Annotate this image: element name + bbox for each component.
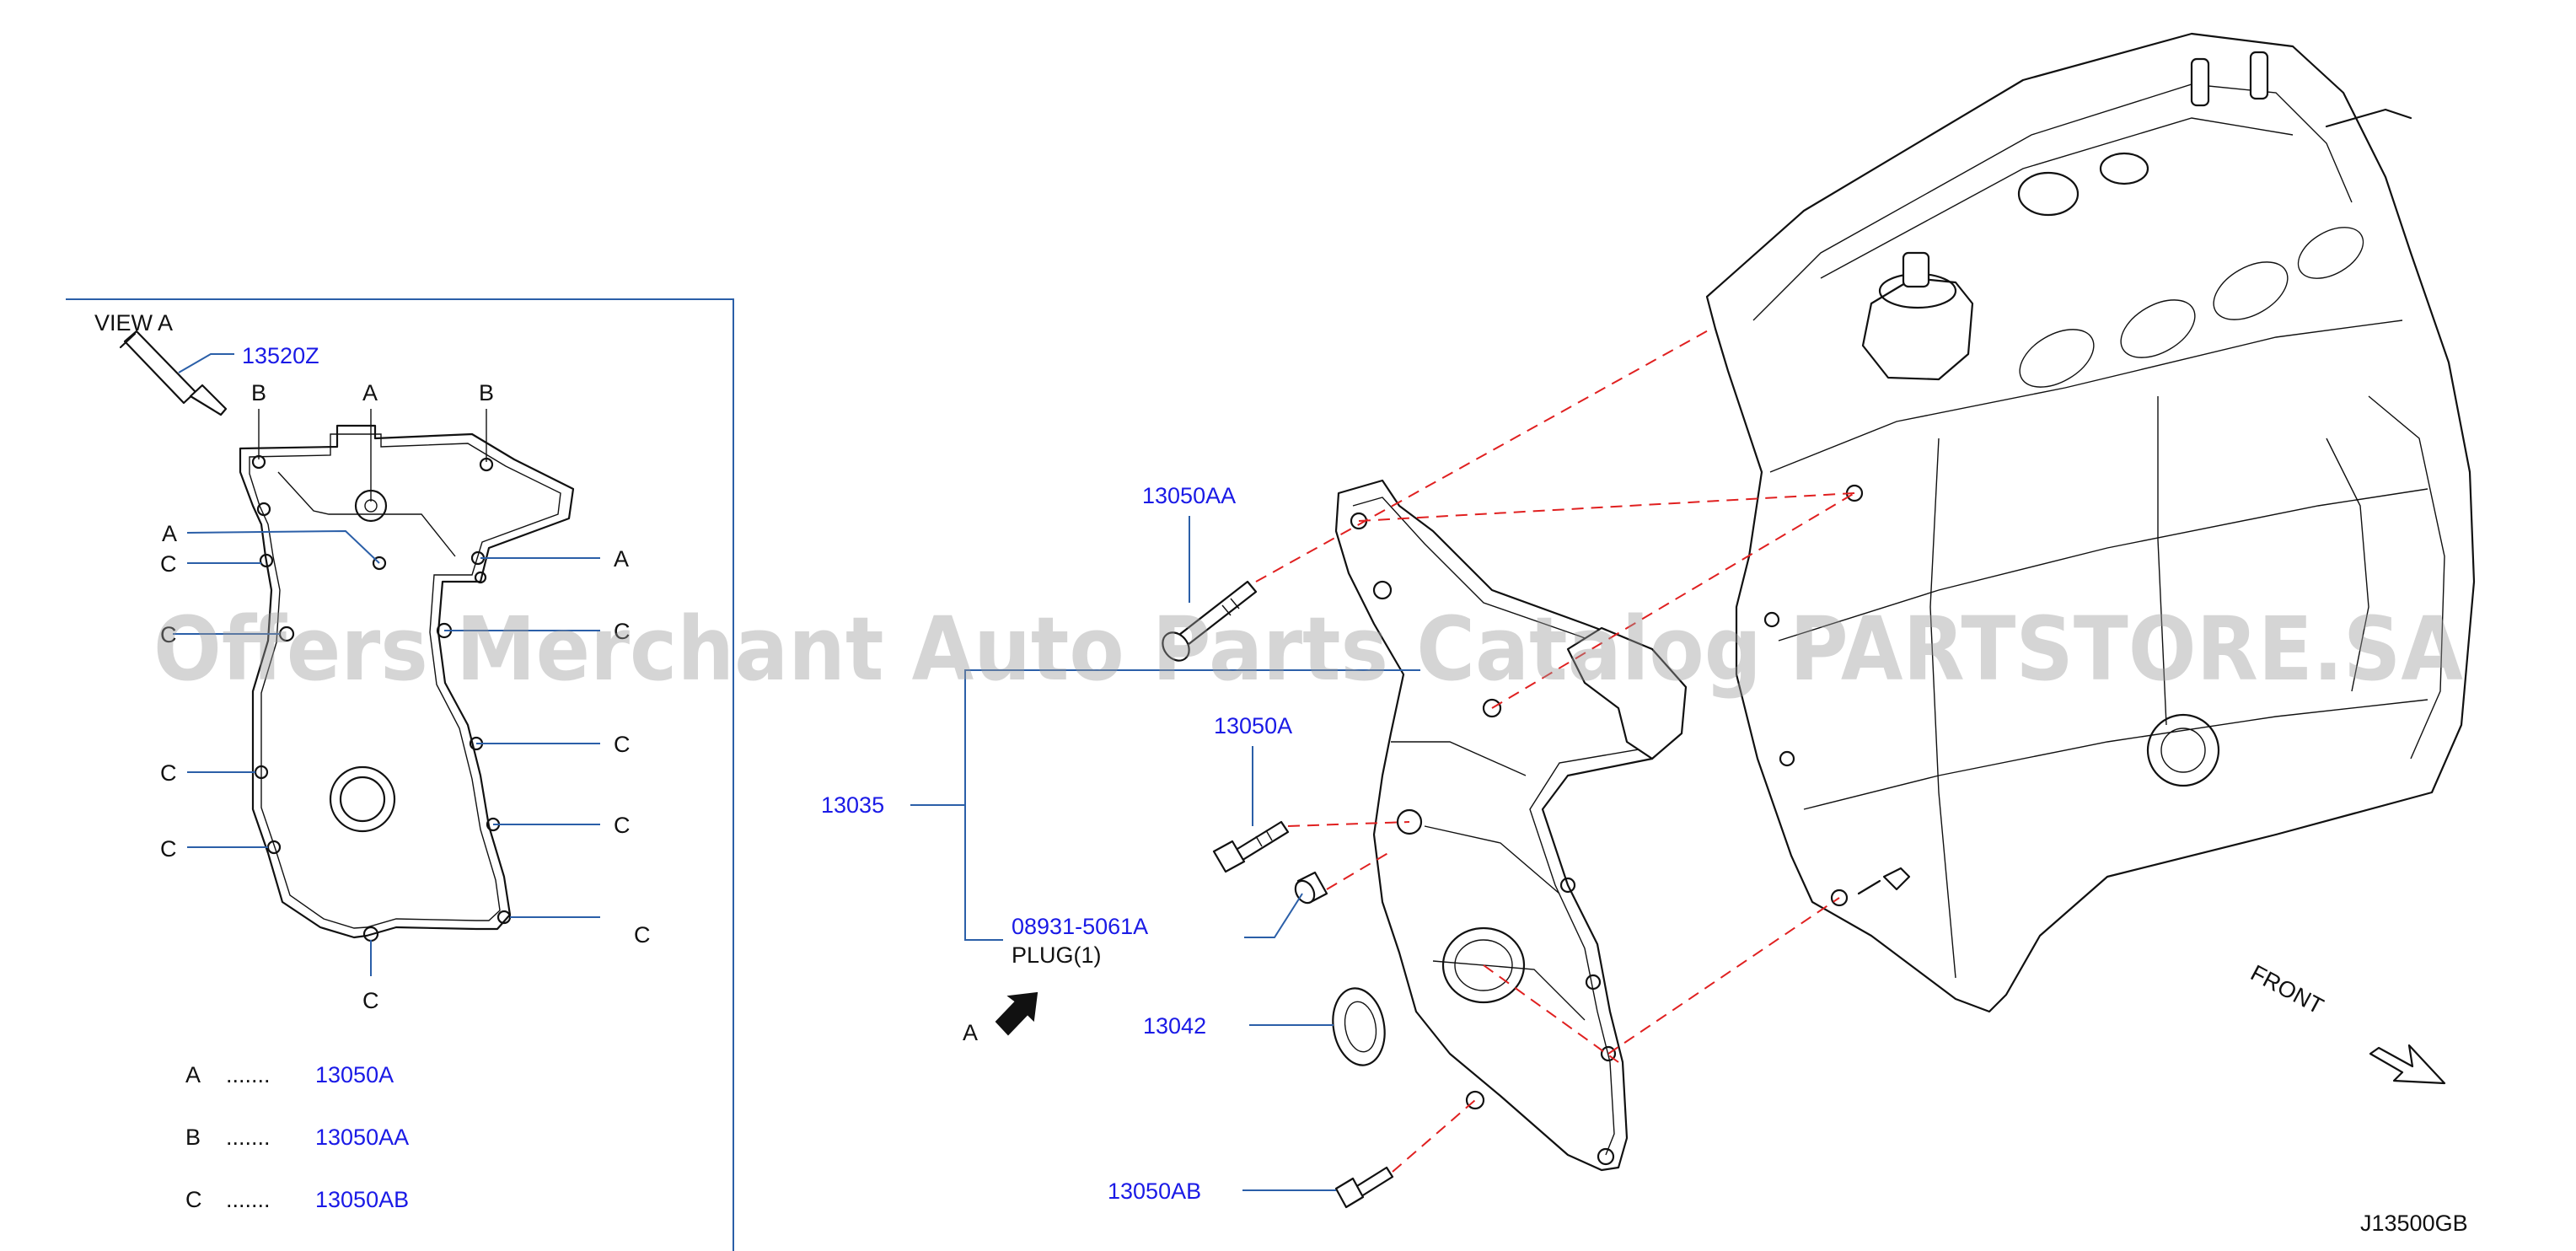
view-a-arrow-icon <box>995 991 1038 1036</box>
view-a-arrow-label: A <box>963 1020 978 1045</box>
view-a-title: VIEW A <box>94 310 173 336</box>
engine-block-drawing <box>1705 32 2476 1013</box>
legend-key-b: B <box>185 1125 201 1150</box>
legend-dots-b: ....... <box>226 1125 271 1150</box>
front-arrow-icon <box>2369 1044 2446 1085</box>
oil-seal-part-number[interactable]: 13042 <box>1143 1013 1206 1039</box>
view-a-frame <box>66 298 734 1251</box>
view-letter-a3: A <box>614 546 629 572</box>
sealant-leader <box>178 353 234 373</box>
view-letter-b2: B <box>479 380 494 405</box>
view-letter-b1: B <box>251 380 266 405</box>
view-letter-c6: C <box>614 732 631 757</box>
front-cover-drawing <box>1334 479 1688 1172</box>
cover-part-number[interactable]: 13035 <box>821 792 884 818</box>
view-letter-c1: C <box>160 551 177 577</box>
legend-key-a: A <box>185 1062 201 1087</box>
view-letter-a1: A <box>362 380 378 405</box>
view-letter-c7: C <box>614 813 631 838</box>
long-bolt-13050aa-icon <box>1162 580 1258 662</box>
view-letter-c4: C <box>160 836 177 862</box>
sealant-part-number[interactable]: 13520Z <box>242 343 319 368</box>
plug-part-number[interactable]: 08931-5061A <box>1012 914 1148 939</box>
bolt-13050a-icon <box>1212 820 1290 873</box>
front-label: FRONT <box>2246 960 2327 1019</box>
sealant-tube-icon <box>119 330 228 416</box>
view-letter-c9: C <box>362 988 379 1013</box>
plug-name: PLUG(1) <box>1012 942 1102 968</box>
view-letter-c8: C <box>634 922 651 948</box>
legend-dots-a: ....... <box>226 1062 271 1087</box>
legend-dots-c: ....... <box>226 1187 271 1212</box>
legend: A ....... 13050A B ....... 13050AA C ...… <box>185 1062 409 1212</box>
flange-bolt-13050ab-icon <box>1334 1166 1394 1209</box>
flange-bolt-part-number[interactable]: 13050AB <box>1108 1179 1201 1204</box>
bracket-bolt-part-number[interactable]: 13050AA <box>1142 483 1236 508</box>
view-letter-c5: C <box>614 619 631 644</box>
legend-key-c: C <box>185 1187 202 1212</box>
legend-part-a[interactable]: 13050A <box>315 1062 394 1087</box>
diagram-code: J13500GB <box>2360 1211 2468 1236</box>
legend-part-c[interactable]: 13050AB <box>315 1187 409 1212</box>
oil-seal-icon <box>1332 987 1386 1066</box>
view-letter-a2: A <box>162 521 177 546</box>
legend-part-b[interactable]: 13050AA <box>315 1125 409 1150</box>
bolt-part-number[interactable]: 13050A <box>1214 713 1292 738</box>
view-letter-c3: C <box>160 760 177 786</box>
watermark: Offers Merchant Auto Parts Catalog PARTS… <box>153 598 2463 701</box>
view-letter-c2: C <box>160 622 177 647</box>
